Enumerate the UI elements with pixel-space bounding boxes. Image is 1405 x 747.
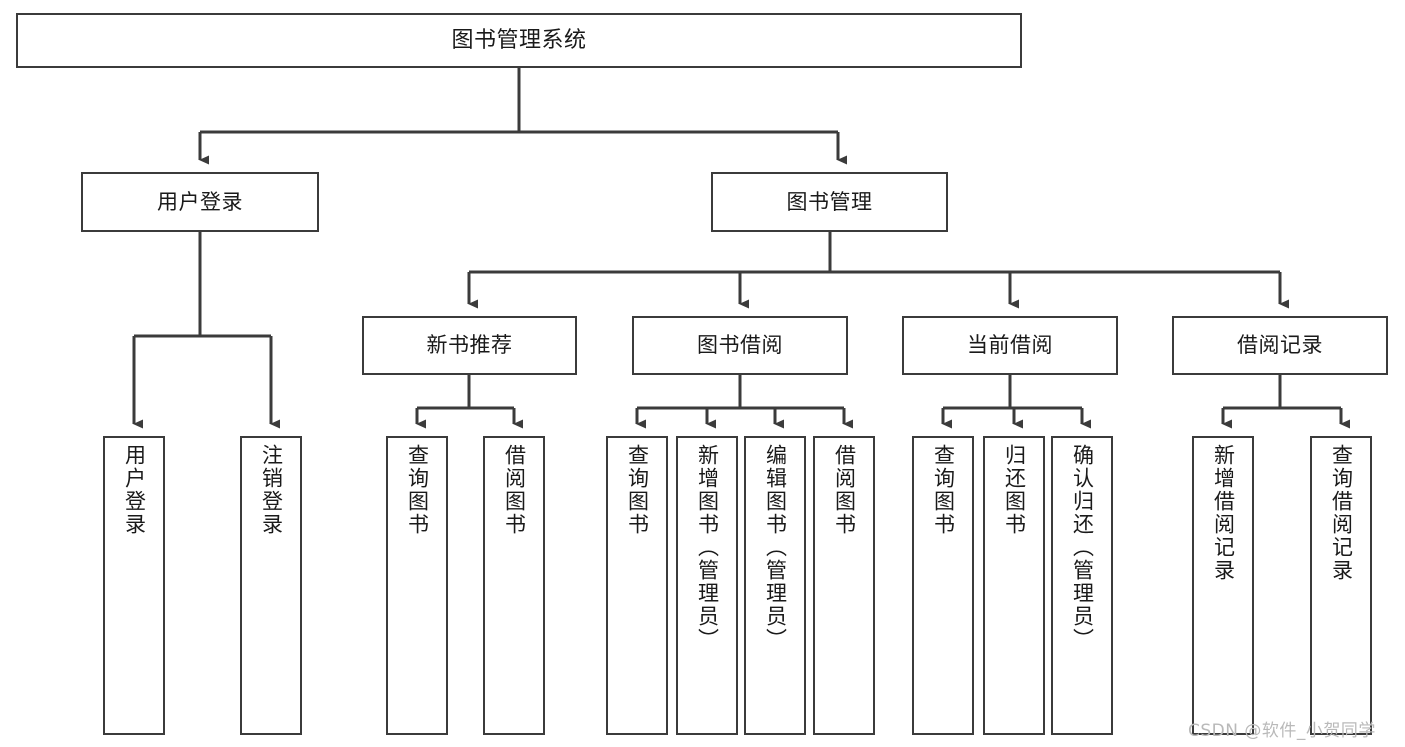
node-leaf-confirm-return-admin[interactable]: 确认归还（管理员）: [1051, 436, 1113, 735]
node-book-manage-label: 图书管理: [786, 189, 873, 214]
node-leaf-confirm-return-admin-label: 确认归还（管理员）: [1070, 444, 1095, 651]
node-leaf-edit-book-admin-label: 编辑图书（管理员）: [763, 444, 788, 651]
node-leaf-query-book-cur[interactable]: 查询图书: [912, 436, 974, 735]
node-leaf-user-logout[interactable]: 注销登录: [240, 436, 302, 735]
node-user-login-label: 用户登录: [157, 189, 243, 214]
node-leaf-add-borrow-record[interactable]: 新增借阅记录: [1192, 436, 1254, 735]
node-leaf-query-book-rec[interactable]: 查询图书: [386, 436, 448, 735]
node-root-label: 图书管理系统: [451, 27, 587, 53]
node-leaf-query-borrow-record[interactable]: 查询借阅记录: [1310, 436, 1372, 735]
node-user-login[interactable]: 用户登录: [81, 172, 319, 232]
node-leaf-borrow-book-rec[interactable]: 借阅图书: [483, 436, 545, 735]
node-leaf-borrow-book-rec-label: 借阅图书: [502, 444, 527, 536]
node-root[interactable]: 图书管理系统: [16, 13, 1022, 68]
node-leaf-add-book-admin[interactable]: 新增图书（管理员）: [676, 436, 738, 735]
node-leaf-query-book-cur-label: 查询图书: [931, 444, 956, 536]
node-borrow-record-label: 借阅记录: [1237, 333, 1323, 358]
node-leaf-user-login[interactable]: 用户登录: [103, 436, 165, 735]
node-leaf-edit-book-admin[interactable]: 编辑图书（管理员）: [744, 436, 806, 735]
node-new-book-recommend[interactable]: 新书推荐: [362, 316, 577, 375]
node-leaf-add-borrow-record-label: 新增借阅记录: [1211, 444, 1236, 582]
node-leaf-return-book[interactable]: 归还图书: [983, 436, 1045, 735]
node-book-borrow-label: 图书借阅: [697, 333, 783, 358]
csdn-watermark: CSDN @软件_小贺同学: [1188, 721, 1376, 741]
node-leaf-return-book-label: 归还图书: [1002, 444, 1027, 536]
node-new-book-recommend-label: 新书推荐: [426, 333, 513, 358]
node-leaf-user-logout-label: 注销登录: [259, 444, 284, 536]
node-leaf-add-book-admin-label: 新增图书（管理员）: [695, 444, 720, 651]
node-book-borrow[interactable]: 图书借阅: [632, 316, 848, 375]
node-leaf-query-book-borrow[interactable]: 查询图书: [606, 436, 668, 735]
node-leaf-query-borrow-record-label: 查询借阅记录: [1329, 444, 1354, 582]
node-leaf-query-book-rec-label: 查询图书: [405, 444, 430, 536]
node-current-borrow[interactable]: 当前借阅: [902, 316, 1118, 375]
node-leaf-query-book-borrow-label: 查询图书: [625, 444, 650, 536]
node-book-manage[interactable]: 图书管理: [711, 172, 948, 232]
node-borrow-record[interactable]: 借阅记录: [1172, 316, 1388, 375]
node-leaf-borrow-book-label: 借阅图书: [832, 444, 857, 536]
node-leaf-user-login-label: 用户登录: [122, 444, 147, 536]
node-current-borrow-label: 当前借阅: [967, 333, 1053, 358]
node-leaf-borrow-book[interactable]: 借阅图书: [813, 436, 875, 735]
